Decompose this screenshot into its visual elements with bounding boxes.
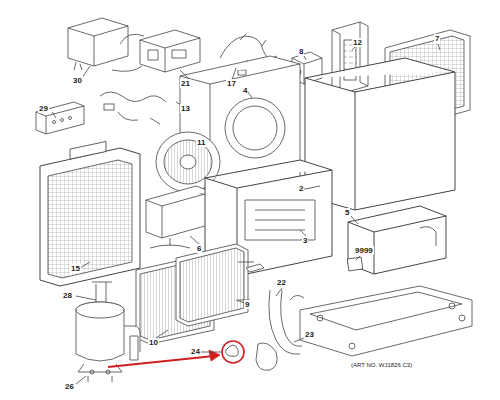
callout-number: 29 (38, 104, 49, 113)
callout-number: 21 (180, 79, 191, 88)
callout-number: 2 (298, 184, 304, 193)
callout-number: 12 (352, 38, 363, 47)
callout-number: 26 (64, 382, 75, 391)
callout-number: 9 (244, 300, 250, 309)
art-number: (ART NO. WJ1826 C3) (350, 362, 413, 369)
callout-number: 6 (196, 244, 202, 253)
callout-number: 24 (190, 347, 201, 356)
callout-number: 22 (276, 278, 287, 287)
callout-number: 23 (304, 330, 315, 339)
callout-number: 9999 (354, 246, 374, 255)
callout-number: 30 (72, 76, 83, 85)
callout-number: 8 (298, 47, 304, 56)
callout-number: 13 (180, 104, 191, 113)
callout-number: 3 (302, 236, 308, 245)
callout-number: 11 (196, 138, 206, 147)
callout-number: 7 (434, 34, 440, 43)
callout-number: 4 (242, 86, 248, 95)
callout-number: 17 (226, 79, 237, 88)
callout-number: 5 (344, 208, 350, 217)
callout-number: 10 (148, 338, 159, 347)
callout-number: 28 (62, 291, 73, 300)
callout-number: 15 (70, 264, 81, 273)
